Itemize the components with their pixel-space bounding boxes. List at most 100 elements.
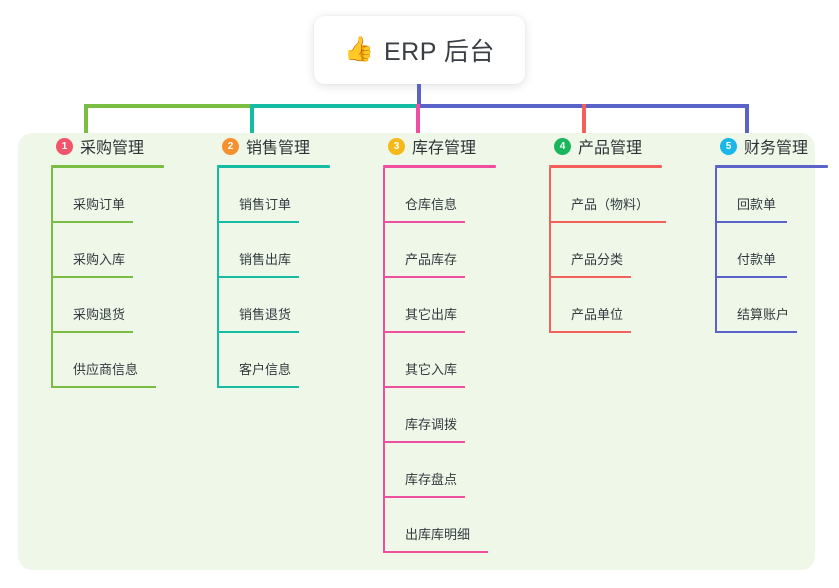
branch-items-3: 仓库信息产品库存其它出库其它入库库存调拨库存盘点出库库明细 [383,168,496,553]
thumbs-up-icon: 👍 [344,36,374,63]
branch-item[interactable]: 产品分类 [549,223,662,278]
branch-item-label: 出库库明细 [405,527,471,542]
branch-item-label: 库存调拨 [405,417,458,432]
branch-item-label: 付款单 [737,252,777,267]
branch-header-5[interactable]: 5 财务管理 [715,133,828,159]
branch-item-label: 销售退货 [239,307,292,322]
root-node-content: 👍 ERP 后台 [344,32,495,68]
branch-column-3[interactable]: 3 库存管理仓库信息产品库存其它出库其它入库库存调拨库存盘点出库库明细 [383,133,496,553]
branch-item-label: 仓库信息 [405,197,458,212]
branch-spine-2 [217,168,219,388]
branch-title-1: 采购管理 [80,140,145,157]
branch-item-label: 客户信息 [239,362,292,377]
branch-underline-1 [51,165,164,168]
branch-item-label: 供应商信息 [73,362,139,377]
branch-item-underline [217,386,299,388]
branch-item[interactable]: 销售出库 [217,223,330,278]
branch-item-underline [383,551,488,553]
branch-item[interactable]: 采购退货 [51,278,164,333]
branch-item-label: 采购退货 [73,307,126,322]
branches-panel: 1 采购管理采购订单采购入库采购退货供应商信息 2 销售管理销售订单销售出库销售退货客… [18,133,828,570]
branch-item[interactable]: 其它出库 [383,278,496,333]
connector-drop-1 [84,104,88,136]
branch-item-label: 销售订单 [239,197,292,212]
branch-item[interactable]: 销售订单 [217,168,330,223]
branch-column-5[interactable]: 5 财务管理回款单付款单结算账户 [715,133,828,333]
branch-underline-2 [217,165,330,168]
branch-items-2: 销售订单销售出库销售退货客户信息 [217,168,330,388]
branch-header-3[interactable]: 3 库存管理 [383,133,496,159]
branch-item[interactable]: 销售退货 [217,278,330,333]
branch-item-label: 库存盘点 [405,472,458,487]
branch-item-underline [549,331,631,333]
branch-item[interactable]: 产品单位 [549,278,662,333]
branch-spine-4 [549,168,551,333]
branch-item[interactable]: 回款单 [715,168,828,223]
connector-bar-segment-1 [84,104,250,108]
branch-item-underline [51,276,133,278]
branch-column-4[interactable]: 4 产品管理产品（物料） 产品分类产品单位 [549,133,666,333]
branch-item-underline [715,221,787,223]
branch-item-underline [549,221,666,223]
branch-item-label: 采购订单 [73,197,126,212]
branch-item[interactable]: 客户信息 [217,333,330,388]
branch-item-label: 结算账户 [737,307,790,322]
root-node[interactable]: 👍 ERP 后台 [314,16,525,84]
branch-item-underline [217,221,299,223]
branch-item[interactable]: 库存调拨 [383,388,496,443]
branch-item[interactable]: 出库库明细 [383,498,496,553]
branch-badge-icon-3: 3 [388,137,405,155]
branch-title-5: 财务管理 [744,140,809,157]
branch-column-2[interactable]: 2 销售管理销售订单销售出库销售退货客户信息 [217,133,330,388]
connector-drop-3 [416,104,420,136]
branch-column-1[interactable]: 1 采购管理采购订单采购入库采购退货供应商信息 [51,133,164,388]
connector-bar-segment-2 [250,104,416,108]
branch-item[interactable]: 仓库信息 [383,168,496,223]
branch-underline-4 [549,165,662,168]
branch-title-3: 库存管理 [412,140,477,157]
connector-drop-5 [745,104,749,136]
branch-item-label: 产品库存 [405,252,458,267]
branch-items-4: 产品（物料） 产品分类产品单位 [549,168,666,333]
branch-item-label: 销售出库 [239,252,292,267]
branch-item[interactable]: 产品库存 [383,223,496,278]
branch-item[interactable]: 采购订单 [51,168,164,223]
branch-item-underline [51,331,133,333]
branch-spine-5 [715,168,717,333]
branch-badge-icon-5: 5 [720,137,737,155]
branch-item-underline [383,386,465,388]
branch-item[interactable]: 采购入库 [51,223,164,278]
branch-title-4: 产品管理 [578,140,643,157]
branch-underline-3 [383,165,496,168]
branch-item-underline [383,276,465,278]
branch-spine-3 [383,168,385,553]
branch-item-underline [217,276,299,278]
branch-item-underline [549,276,631,278]
branch-item-label: 产品分类 [571,252,624,267]
branch-item-underline [51,386,156,388]
branch-item-label: 回款单 [737,197,777,212]
branch-item[interactable]: 供应商信息 [51,333,164,388]
branch-item-label: 其它入库 [405,362,458,377]
branch-item-underline [51,221,133,223]
branch-item[interactable]: 结算账户 [715,278,828,333]
branch-item[interactable]: 库存盘点 [383,443,496,498]
branch-header-2[interactable]: 2 销售管理 [217,133,330,159]
branch-item[interactable]: 付款单 [715,223,828,278]
branch-spine-1 [51,168,53,388]
branch-badge-icon-4: 4 [554,137,571,155]
branch-badge-icon-2: 2 [222,137,239,155]
branch-item[interactable]: 其它入库 [383,333,496,388]
branch-item-underline [383,331,465,333]
root-node-title: ERP 后台 [383,38,495,66]
connector-drop-4 [582,104,586,136]
branch-badge-icon-1: 1 [56,137,73,155]
branch-item-underline [383,441,465,443]
branch-header-1[interactable]: 1 采购管理 [51,133,164,159]
branch-title-2: 销售管理 [246,140,311,157]
root-stem-connector [417,84,421,106]
branch-items-1: 采购订单采购入库采购退货供应商信息 [51,168,164,388]
branch-items-5: 回款单付款单结算账户 [715,168,828,333]
branch-header-4[interactable]: 4 产品管理 [549,133,662,159]
branch-item[interactable]: 产品（物料） [549,168,666,223]
